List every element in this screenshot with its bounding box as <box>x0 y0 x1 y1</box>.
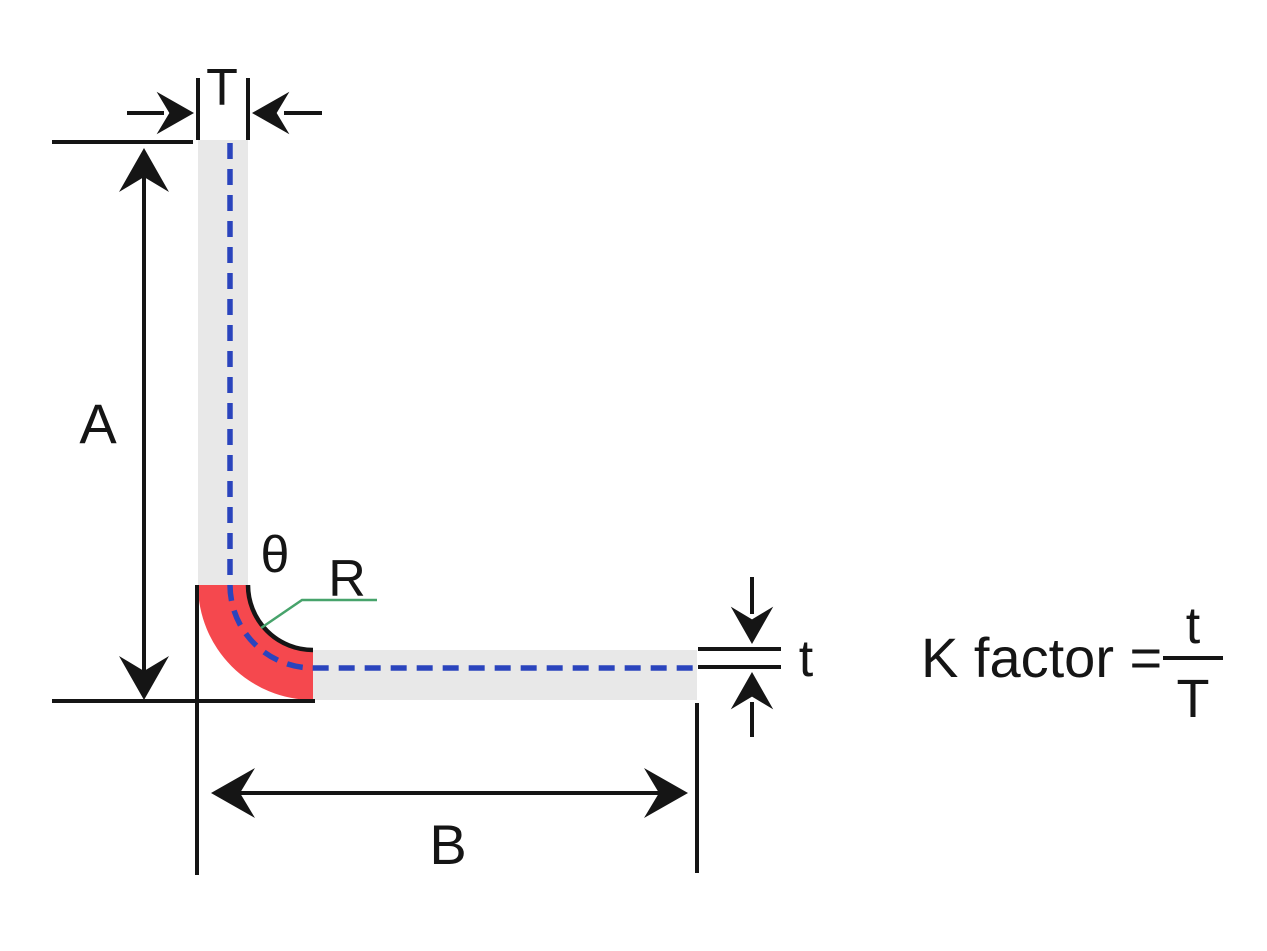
arrowhead-down-icon <box>730 606 774 644</box>
arrowhead-left-icon <box>252 91 290 135</box>
arrowhead-up-icon <box>119 148 169 192</box>
arrowhead-up-icon <box>730 672 774 710</box>
label-flange-B: B <box>429 813 466 876</box>
arrowhead-down-icon <box>119 656 169 700</box>
neutral-axis-line <box>227 143 695 671</box>
arrowhead-left-icon <box>211 768 255 818</box>
label-bend-radius-R: R <box>328 550 366 608</box>
label-thickness-T: T <box>206 59 238 117</box>
inner-bend-arc <box>245 584 314 653</box>
k-factor-formula: K factor = t T <box>921 597 1223 729</box>
formula-lhs: K factor = <box>921 626 1162 689</box>
label-neutral-offset-t: t <box>799 630 814 688</box>
label-flange-A: A <box>79 392 117 455</box>
dimension-flange-B: B <box>195 585 699 876</box>
label-bend-angle-theta: θ <box>261 526 290 584</box>
sheet-horizontal-leg <box>313 650 697 700</box>
arrowhead-right-icon <box>644 768 688 818</box>
arrowhead-right-icon <box>156 91 194 135</box>
radius-leader-line <box>260 598 377 630</box>
dimension-thickness-T: T <box>127 59 322 140</box>
dimension-flange-A: A <box>52 140 193 700</box>
formula-numerator-t: t <box>1186 597 1201 655</box>
dimension-neutral-offset-t: t <box>698 577 814 737</box>
formula-denominator-T: T <box>1177 669 1210 729</box>
sheet-vertical-leg <box>198 140 248 585</box>
